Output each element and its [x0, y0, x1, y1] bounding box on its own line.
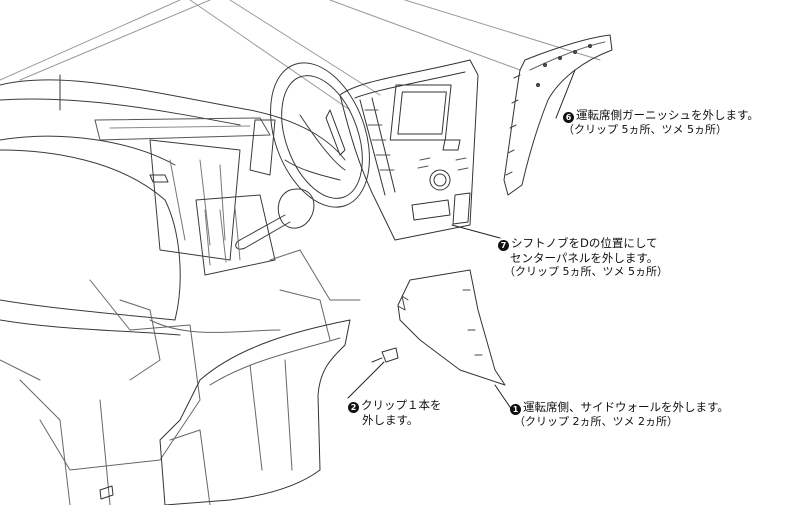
clip-part: [371, 347, 399, 363]
step-title-line2: センターパネルを外します。: [510, 251, 659, 265]
dashboard-body: [0, 74, 346, 336]
driver-garnish: [503, 34, 613, 196]
side-wall-panel: [397, 269, 506, 386]
step-detail: （クリップ 2ヵ所、ツメ 2ヵ所）: [514, 415, 678, 428]
step-title: 運転席側、サイドウォールを外します。: [523, 400, 729, 414]
steering-wheel: [249, 62, 370, 208]
step-number-badge: 7: [498, 240, 509, 251]
step-title-line2: 外します。: [362, 413, 419, 427]
step-number-badge: 2: [348, 402, 359, 413]
step-detail: （クリップ 5ヵ所、ツメ 5ヵ所）: [504, 265, 668, 278]
lower-side-panel: [159, 319, 351, 505]
lower-console: [0, 249, 361, 505]
bottom-clip: [99, 485, 114, 500]
step-title: クリップ１本を: [361, 398, 442, 412]
step-number-badge: 1: [510, 404, 521, 415]
center-panel: [325, 59, 479, 241]
step-number-badge: 6: [563, 112, 574, 123]
shift-lever: [195, 188, 315, 276]
step-title: シフトノブをDの位置にして: [511, 236, 658, 250]
windshield-lines: [0, 0, 601, 111]
leader-lines: [347, 69, 576, 411]
step-detail: （クリップ 5ヵ所、ツメ 5ヵ所）: [563, 123, 727, 136]
step-title: 運転席側ガーニッシュを外します。: [576, 108, 759, 122]
